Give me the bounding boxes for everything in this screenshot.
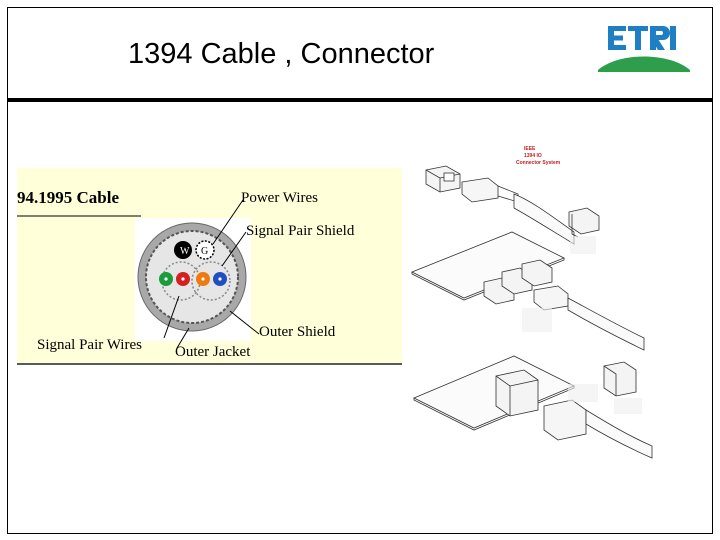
etri-logo-swoosh [598,56,690,72]
label-power-wires: Power Wires [241,190,319,206]
signal-wire-cores [164,277,222,281]
callout-lines [17,199,260,349]
cable-figure-panel: W G 94.1995 Cable Power Wires Signal Pai… [17,168,402,365]
etri-logo [598,26,690,72]
label-outer-shield: Outer Shield [259,324,336,340]
power-wire-black [174,241,192,259]
etri-logo-lettering [608,26,676,50]
signal-pair-shield-right [191,261,231,301]
title-bar [7,7,713,102]
label-signal-pair-wires: Signal Pair Wires [37,337,142,353]
svg-text:1394 IO: 1394 IO [524,153,542,159]
connector-figure-title: IEEE 1394 IO Connector System [516,146,561,166]
svg-text:IEEE: IEEE [524,146,536,152]
label-signal-pair-shield: Signal Pair Shield [246,223,355,239]
slide-title: 1394 Cable , Connector [128,38,435,70]
svg-text:Connector System: Connector System [516,160,561,166]
connector-system-figure: IEEE 1394 IO Connector System [411,146,653,459]
cable-figure-title: 94.1995 Cable [17,188,119,207]
slide-frame [7,7,713,534]
connector-figure-notes [522,236,642,414]
power-wire-g-mark: G [201,246,208,257]
label-outer-jacket: Outer Jacket [175,344,251,360]
bottom-board-assembly [413,355,653,459]
top-connector-assembly [425,165,600,245]
middle-board-assembly [411,231,645,351]
power-wire-w-mark: W [180,246,190,257]
power-wire-white [195,240,215,260]
cable-cross-section: W G [17,199,260,349]
